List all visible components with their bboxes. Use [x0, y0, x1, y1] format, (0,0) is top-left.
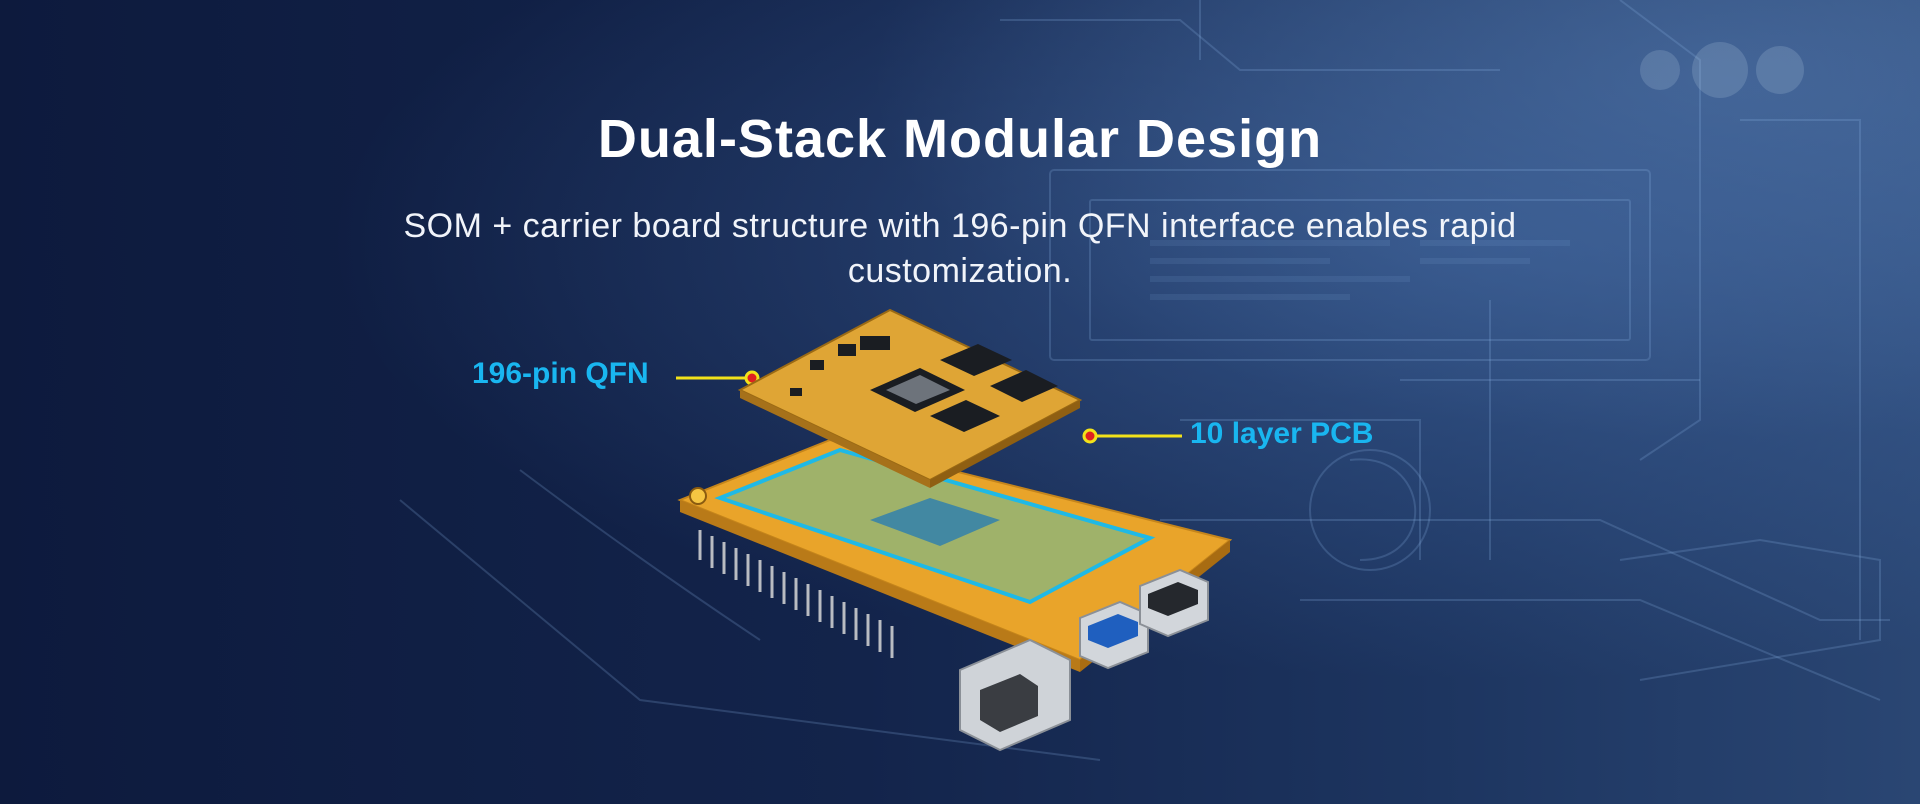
- callout-10-layer-pcb: 10 layer PCB: [1190, 417, 1374, 450]
- ethernet-port: [959, 638, 1071, 752]
- pin-header: [698, 530, 894, 658]
- callout-196-pin-qfn: 196-pin QFN: [472, 357, 649, 390]
- usb-ports: [1079, 568, 1209, 670]
- som-module: [737, 308, 1083, 488]
- page-subtitle: SOM + carrier board structure with 196-p…: [403, 207, 1517, 290]
- dual-stack-board-illustration: [677, 308, 1233, 752]
- page-title: Dual-Stack Modular Design: [597, 109, 1323, 170]
